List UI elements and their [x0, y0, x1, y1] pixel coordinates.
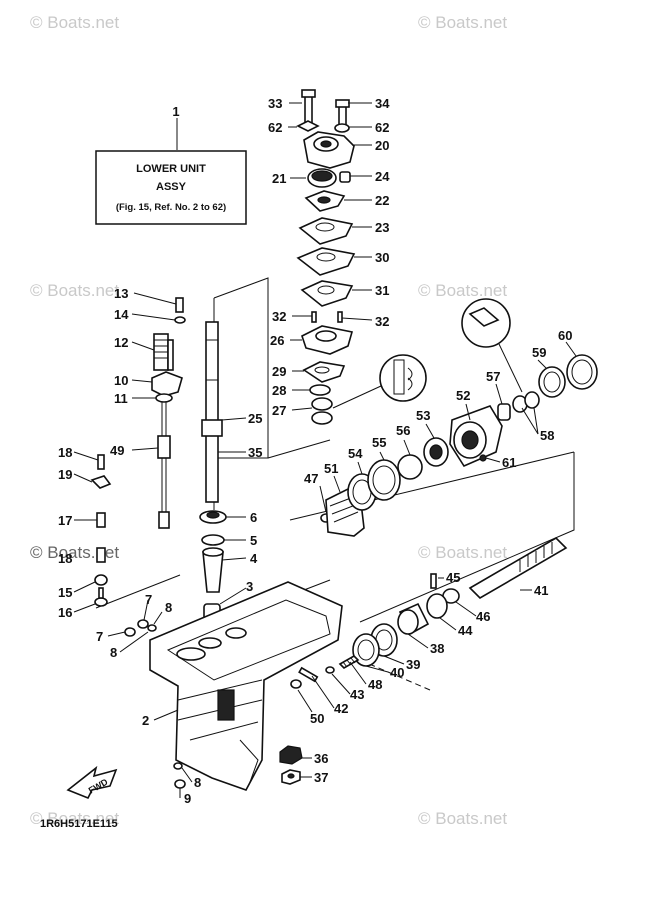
part-ref-label: 13 — [114, 286, 128, 301]
part-ref-label: 3 — [246, 579, 253, 594]
drive-shaft-group — [199, 321, 227, 627]
part-ref-label: 36 — [314, 751, 328, 766]
part-ref-label: 59 — [532, 345, 546, 360]
part-ref-label: 41 — [534, 583, 548, 598]
part-ref-label: 53 — [416, 408, 430, 423]
part-ref-label: 47 — [304, 471, 318, 486]
bolt-33-head — [301, 89, 316, 98]
part-ref-label: 45 — [446, 570, 460, 585]
part-ref-label: 20 — [375, 138, 389, 153]
watermark-text: © Boats.net — [418, 809, 507, 828]
part-ref-label: 31 — [375, 283, 389, 298]
callout-line-3: (Fig. 15, Ref. No. 2 to 62) — [116, 202, 226, 213]
part-ref-label: 8 — [110, 645, 117, 660]
part-ref-label: 55 — [372, 435, 386, 450]
part-ref-label: 16 — [58, 605, 72, 620]
part-ref-label: 39 — [406, 657, 420, 672]
lower-unit-housing — [149, 581, 343, 791]
part-ref-label: 4 — [250, 551, 258, 566]
part-ref-label: 2 — [142, 713, 149, 728]
part-ref-label: 21 — [272, 171, 286, 186]
part-ref-label: 56 — [396, 423, 410, 438]
part-ref-label: 26 — [270, 333, 284, 348]
propeller-shaft-group — [290, 536, 568, 689]
bolt-33 — [304, 93, 313, 125]
part-ref-label: 7 — [145, 592, 152, 607]
watermark-text: © Boats.net — [418, 13, 507, 32]
callout-line-2: ASSY — [156, 181, 187, 193]
part-ref-label: 1 — [172, 104, 179, 119]
part-ref-label: 51 — [324, 461, 338, 476]
watermarks: © Boats.net © Boats.net © Boats.net © Bo… — [30, 13, 507, 828]
watermark-text: © Boats.net — [418, 543, 507, 562]
part-ref-label: 9 — [184, 791, 191, 806]
propeller-shaft — [468, 536, 568, 600]
part-ref-label: 19 — [58, 467, 72, 482]
part-ref-label: 46 — [476, 609, 490, 624]
part-ref-label: 6 — [250, 510, 257, 525]
leader-lines — [73, 102, 577, 798]
drive-shaft — [205, 321, 219, 503]
part-ref-label: 52 — [456, 388, 470, 403]
part-ref-label: 30 — [375, 250, 389, 265]
bolt-34-head — [335, 99, 350, 108]
part-ref-label: 43 — [350, 687, 364, 702]
part-ref-label: 48 — [368, 677, 382, 692]
part-ref-label: 12 — [114, 335, 128, 350]
part-ref-label: 27 — [272, 403, 286, 418]
detail-inset-seal — [379, 354, 427, 402]
part-ref-label: 32 — [375, 314, 389, 329]
part-ref-label: 49 — [110, 443, 124, 458]
part-ref-label: 62 — [375, 120, 389, 135]
part-ref-label: 18 — [58, 445, 72, 460]
part-ref-label: 25 — [248, 411, 262, 426]
part-ref-label: 28 — [272, 383, 286, 398]
watermark-text: © Boats.net — [30, 281, 119, 300]
part-ref-label: 60 — [558, 328, 572, 343]
part-ref-label: 23 — [375, 220, 389, 235]
watermark-text: © Boats.net — [30, 809, 119, 828]
part-labels: 1 33 34 62 62 20 21 24 22 23 30 31 32 32… — [58, 96, 572, 806]
part-ref-label: 35 — [248, 445, 262, 460]
part-ref-label: 24 — [375, 169, 390, 184]
part-ref-label: 32 — [272, 309, 286, 324]
part-ref-label: 8 — [165, 600, 172, 615]
watermark-text: © Boats.net — [418, 281, 507, 300]
watermark-text: © Boats.net — [30, 543, 119, 562]
part-ref-label: 5 — [250, 533, 257, 548]
part-ref-label: 22 — [375, 193, 389, 208]
drawing-code: 1R6H5171E115 — [40, 818, 118, 830]
part-ref-label: 58 — [540, 428, 554, 443]
shift-rod-group — [90, 297, 186, 607]
part-ref-label: 8 — [194, 775, 201, 790]
forward-arrow: FWD — [66, 765, 118, 800]
part-ref-label: 38 — [430, 641, 444, 656]
part-ref-label: 14 — [114, 307, 129, 322]
part-ref-label: 42 — [334, 701, 348, 716]
part-ref-label: 54 — [348, 446, 363, 461]
water-pump-stack — [296, 89, 427, 425]
lower-unit-assy-callout: LOWER UNIT ASSY (Fig. 15, Ref. No. 2 to … — [95, 118, 247, 225]
forward-gear-group — [320, 298, 598, 537]
part-ref-label: 40 — [390, 665, 404, 680]
part-ref-label: 62 — [268, 120, 282, 135]
part-ref-label: 15 — [58, 585, 72, 600]
part-ref-label: 34 — [375, 96, 390, 111]
part-ref-label: 61 — [502, 455, 516, 470]
part-ref-label: 44 — [458, 623, 473, 638]
prop-nut-parts — [279, 745, 303, 785]
part-ref-label: 18 — [58, 551, 72, 566]
part-ref-label: 11 — [114, 391, 128, 406]
part-ref-label: 57 — [486, 369, 500, 384]
part-ref-label: 17 — [58, 513, 72, 528]
part-ref-label: 37 — [314, 770, 328, 785]
part-ref-label: 29 — [272, 364, 286, 379]
part-ref-label: 50 — [310, 711, 324, 726]
watermark-text: © Boats.net — [30, 13, 119, 32]
part-ref-label: 10 — [114, 373, 128, 388]
part-ref-label: 33 — [268, 96, 282, 111]
callout-line-1: LOWER UNIT — [136, 163, 206, 175]
part-ref-label: 7 — [96, 629, 103, 644]
